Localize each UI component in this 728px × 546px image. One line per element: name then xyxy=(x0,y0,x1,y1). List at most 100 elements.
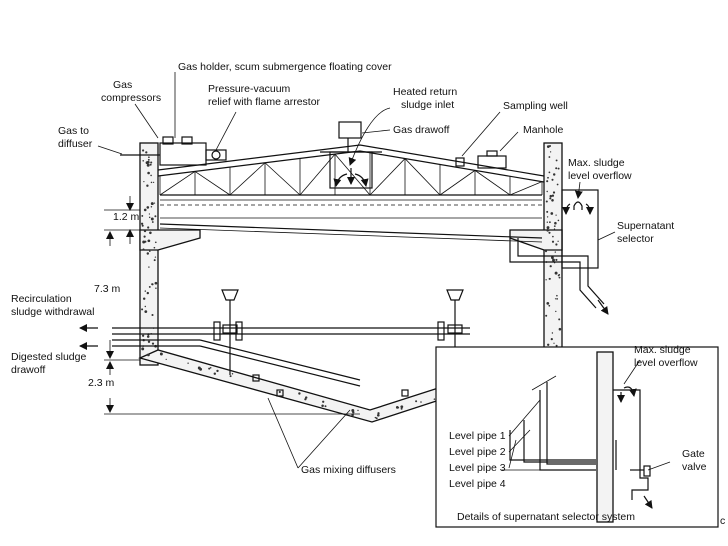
left-haunch xyxy=(139,229,201,251)
concrete-speck xyxy=(357,409,359,412)
label-gas-drawoff: Gas drawoff xyxy=(393,124,449,136)
concrete-speck xyxy=(144,305,147,308)
concrete-speck xyxy=(548,231,551,234)
concrete-speck xyxy=(546,145,550,148)
concrete-speck xyxy=(147,353,150,357)
concrete-speck xyxy=(545,314,548,317)
label-gas-mixing: Gas mixing diffusers xyxy=(301,464,396,476)
concrete-speck xyxy=(546,216,549,218)
concrete-speck xyxy=(146,163,150,167)
label-supernatant-2: selector xyxy=(617,233,654,245)
concrete-speck xyxy=(298,392,301,395)
concrete-speck xyxy=(548,156,551,158)
concrete-speck xyxy=(552,191,556,194)
concrete-speck xyxy=(208,367,211,370)
concrete-speck xyxy=(147,158,150,161)
labels: Gas holder, scum submergence floating co… xyxy=(11,61,725,527)
concrete-speck xyxy=(141,224,144,227)
truss-diagonal xyxy=(194,171,231,196)
concrete-speck xyxy=(547,343,550,346)
label-detail-caption: Details of supernatant selector system xyxy=(457,511,635,523)
truss-diagonal xyxy=(439,170,476,196)
supernatant-selector xyxy=(509,189,609,315)
concrete-speck xyxy=(558,273,561,276)
gas-compressors xyxy=(120,136,227,166)
concrete-speck xyxy=(143,229,147,233)
concrete-speck xyxy=(554,298,557,300)
concrete-speck xyxy=(553,342,555,344)
concrete-speck xyxy=(154,241,157,244)
concrete-speck xyxy=(546,228,550,232)
concrete-speck xyxy=(433,398,436,400)
left-wall xyxy=(139,142,159,366)
truss-diagonal xyxy=(334,153,371,196)
concrete-speck xyxy=(148,285,151,288)
concrete-speck xyxy=(555,214,557,216)
label-sampling-well: Sampling well xyxy=(503,100,568,112)
concrete-speck xyxy=(141,308,144,311)
concrete-speck xyxy=(278,390,281,394)
concrete-speck xyxy=(557,219,560,222)
concrete-speck xyxy=(555,258,558,261)
concrete-speck xyxy=(142,248,145,251)
concrete-speck xyxy=(153,246,156,249)
concrete-speck xyxy=(143,181,145,183)
floating-cover xyxy=(157,144,545,243)
concrete-speck xyxy=(154,215,157,218)
label-gas-to-diffuser-1: Gas to xyxy=(58,125,89,137)
label-detail-max-1: Max. sludge xyxy=(634,344,691,356)
concrete-speck xyxy=(149,250,151,252)
concrete-speck xyxy=(548,144,552,148)
concrete-speck xyxy=(209,366,212,369)
concrete-speck xyxy=(143,235,146,238)
concrete-speck xyxy=(165,358,167,361)
concrete-speck xyxy=(147,340,151,344)
label-supernatant-1: Supernatant xyxy=(617,220,674,232)
truss-diagonal xyxy=(229,162,266,196)
label-gas-holder: Gas holder, scum submergence floating co… xyxy=(178,61,392,73)
concrete-speck xyxy=(420,401,422,403)
concrete-speck xyxy=(551,178,554,181)
concrete-speck xyxy=(547,176,549,179)
concrete-speck xyxy=(552,258,555,262)
concrete-speck xyxy=(546,221,548,223)
label-digested-1: Digested sludge xyxy=(11,351,86,363)
concrete-speck xyxy=(155,287,157,290)
concrete-speck xyxy=(148,213,151,215)
concrete-speck xyxy=(141,334,145,337)
concrete-speck xyxy=(557,167,560,170)
concrete-speck xyxy=(229,375,232,378)
concrete-speck xyxy=(142,297,146,300)
label-pressure-vacuum-2: relief with flame arrestor xyxy=(208,96,321,108)
concrete-speck xyxy=(558,327,562,331)
concrete-speck xyxy=(154,256,157,258)
label-gas-compressors-1: Gas xyxy=(113,79,132,91)
concrete-speck xyxy=(324,405,327,408)
label-gate-1: Gate xyxy=(682,448,705,460)
concrete-speck xyxy=(558,276,561,279)
concrete-speck xyxy=(150,202,154,206)
concrete-speck xyxy=(216,369,219,373)
dimension-lines xyxy=(104,196,360,415)
concrete-speck xyxy=(154,281,158,285)
dimension-3: 2.3 m xyxy=(88,377,115,389)
label-gate-2: valve xyxy=(682,461,707,473)
concrete-speck xyxy=(550,212,554,215)
concrete-speck xyxy=(546,210,549,213)
concrete-speck xyxy=(151,221,154,223)
label-pressure-vacuum-1: Pressure-vacuum xyxy=(208,83,291,95)
concrete-speck xyxy=(548,304,551,307)
concrete-speck xyxy=(146,291,149,295)
concrete-speck xyxy=(551,332,554,334)
concrete-speck xyxy=(149,231,152,235)
concrete-speck xyxy=(545,200,548,203)
label-gas-compressors-2: compressors xyxy=(101,92,161,104)
truss-diagonal xyxy=(159,171,196,196)
concrete-speck xyxy=(141,214,144,217)
concrete-speck xyxy=(144,290,147,292)
concrete-speck xyxy=(550,337,553,341)
concrete-speck xyxy=(142,240,146,244)
concrete-speck xyxy=(159,352,163,356)
concrete-speck xyxy=(151,342,155,345)
concrete-speck xyxy=(549,151,552,153)
